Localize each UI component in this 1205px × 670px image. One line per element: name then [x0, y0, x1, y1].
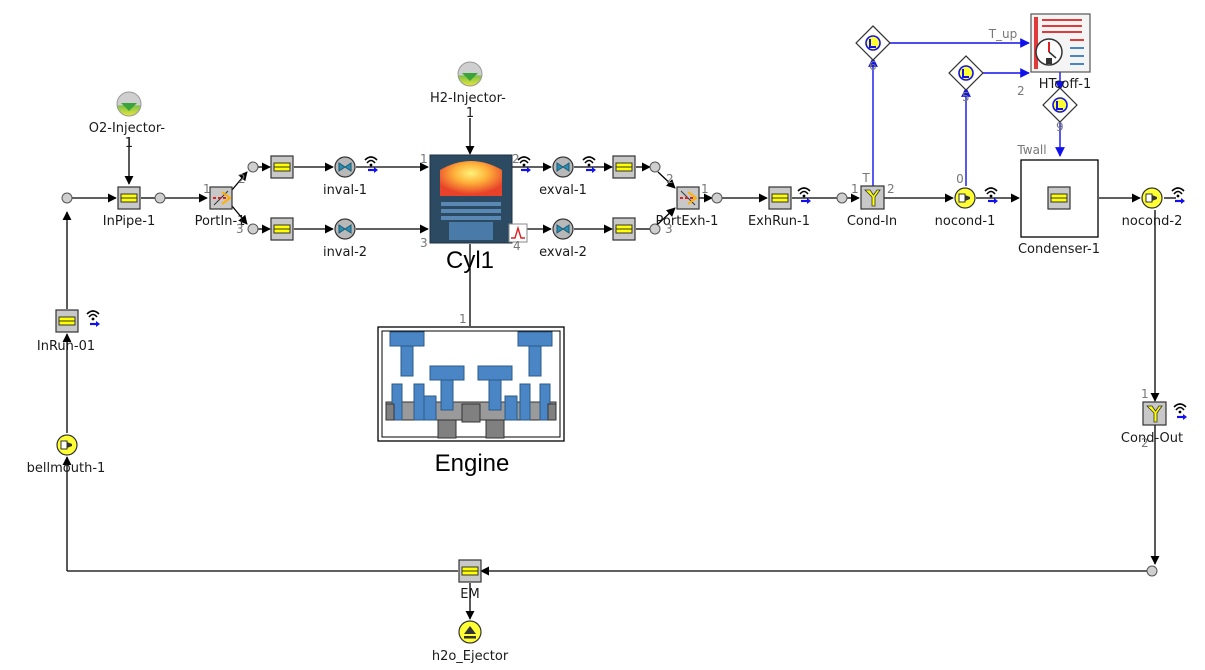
- cond-in-label: Cond-In: [847, 214, 897, 229]
- nocond-2-wifi-icon: [1170, 186, 1187, 206]
- cond-out-label: Cond-Out: [1121, 431, 1183, 446]
- port-exh-label: PortExh-1: [656, 214, 719, 229]
- cyl-label: Cyl1: [446, 247, 494, 274]
- condenser-node[interactable]: [1020, 159, 1099, 238]
- port-exh-node[interactable]: [676, 186, 700, 210]
- port-in-label: PortIn-1: [195, 214, 246, 229]
- flow-connections: [62, 118, 1176, 620]
- em-node[interactable]: [458, 559, 482, 583]
- exhaust-runner-1[interactable]: [612, 155, 636, 179]
- port-number: 3: [236, 222, 244, 236]
- inval-2-label: inval-2: [323, 245, 367, 260]
- bellmouth-node[interactable]: [56, 434, 78, 456]
- port-number: 1: [1141, 387, 1149, 401]
- t-up-label: T_up: [988, 27, 1018, 41]
- port-number: 2: [887, 182, 895, 196]
- sensor-5-number: 5: [962, 90, 970, 104]
- engine-label: Engine: [435, 450, 510, 477]
- h2-injector-label: H2-Injector- 1: [430, 91, 510, 121]
- in-pipe-node[interactable]: [117, 186, 141, 210]
- port-number: 2: [238, 172, 246, 186]
- h2-injector-node[interactable]: [457, 61, 483, 87]
- exval-2-label: exval-2: [539, 245, 587, 260]
- o2-injector-node[interactable]: [116, 91, 142, 117]
- port-number: 1: [701, 182, 709, 196]
- condenser-label: Condenser-1: [1018, 242, 1100, 257]
- em-label: EM: [460, 587, 479, 602]
- exh-run-label: ExhRun-1: [748, 214, 810, 229]
- exval-2-node[interactable]: [552, 218, 574, 240]
- exval-1-wifi-icon: [581, 155, 598, 175]
- exval-1-node[interactable]: [552, 156, 574, 178]
- port-number: 2: [1017, 84, 1025, 98]
- port-number: 3: [665, 222, 673, 236]
- port-number: 2: [512, 152, 520, 166]
- sensor-5-icon[interactable]: [948, 55, 984, 91]
- cond-out-wifi-icon: [1172, 402, 1189, 422]
- inval-2-node[interactable]: [334, 218, 356, 240]
- in-run-node[interactable]: [55, 309, 79, 333]
- port-number: 1: [203, 182, 211, 196]
- cylinder-node[interactable]: [429, 154, 513, 244]
- signal-connections: [868, 38, 1065, 186]
- nocond-2-node[interactable]: [1141, 187, 1163, 209]
- bellmouth-label: bellmouth-1: [27, 461, 106, 476]
- in-run-label: InRun-01: [37, 339, 95, 354]
- port-number: 1: [459, 312, 467, 326]
- engine-node[interactable]: [377, 326, 565, 442]
- t-label: T: [861, 171, 870, 185]
- h2o-ejector-node[interactable]: [458, 620, 482, 644]
- port-number: 1: [851, 182, 859, 196]
- exval-1-label: exval-1: [539, 183, 587, 198]
- port-number: 2: [666, 172, 674, 186]
- sensor-6-icon[interactable]: [855, 25, 891, 61]
- nocond-1-node[interactable]: [954, 187, 976, 209]
- nocond-1-label: nocond-1: [935, 214, 996, 229]
- zero-label: 0: [956, 172, 964, 186]
- sensor-6-number: 6: [869, 59, 877, 73]
- cond-out-node[interactable]: [1142, 401, 1167, 426]
- cyl-wifi-icon: [516, 155, 533, 175]
- inval-1-label: inval-1: [323, 183, 367, 198]
- port-in-node[interactable]: [209, 186, 233, 210]
- o2-injector-label-line2: 1: [125, 136, 133, 151]
- cond-in-node[interactable]: [860, 185, 885, 210]
- nocond-2-label: nocond-2: [1122, 214, 1183, 229]
- port-number: 2: [1141, 436, 1149, 450]
- inval-1-wifi-icon: [363, 155, 380, 175]
- htcoff-node[interactable]: [1030, 13, 1091, 73]
- sensor-9-number: 9: [1056, 120, 1064, 134]
- port-number: 4: [513, 239, 521, 253]
- twall-label: Twall: [1016, 143, 1046, 157]
- inval-1-node[interactable]: [334, 156, 356, 178]
- port-number: 1: [420, 152, 428, 166]
- nocond-1-wifi-icon: [983, 186, 1000, 206]
- intake-runner-2[interactable]: [270, 217, 294, 241]
- in-pipe-label: InPipe-1: [103, 214, 155, 229]
- h2o-ejector-label: h2o_Ejector: [432, 649, 509, 664]
- exh-run-node[interactable]: [768, 186, 792, 210]
- exh-run-wifi-icon: [796, 186, 813, 206]
- o2-injector-label: O2-Injector- 1: [89, 121, 169, 151]
- intake-runner-1[interactable]: [270, 155, 294, 179]
- cylinder-profile-icon: [508, 223, 528, 243]
- sensor-9-icon[interactable]: [1042, 87, 1078, 123]
- in-run-wifi-icon: [85, 309, 102, 329]
- htcoff-label: HTcoff-1: [1039, 77, 1092, 92]
- exhaust-runner-2[interactable]: [612, 217, 636, 241]
- port-number: 3: [420, 236, 428, 250]
